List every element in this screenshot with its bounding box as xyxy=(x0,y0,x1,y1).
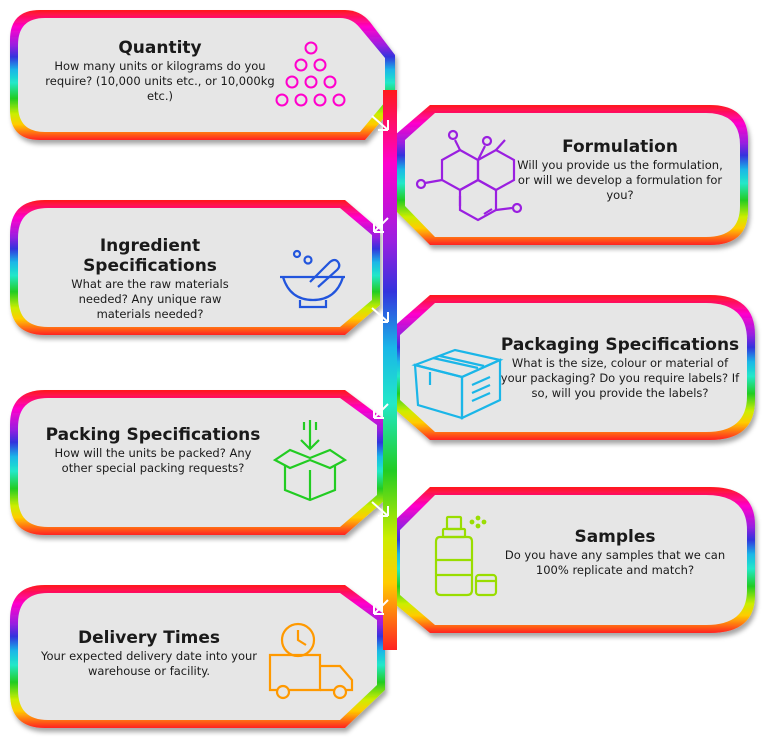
step-description: What are the raw materials needed? Any u… xyxy=(71,277,229,321)
mortar-pestle-icon xyxy=(280,249,345,309)
stacked-circles-icon xyxy=(275,41,346,107)
step-title: Packing Specifications xyxy=(45,425,261,445)
step-quantity: Quantity How many units or kilograms do … xyxy=(40,38,280,104)
molecule-icon xyxy=(415,129,523,222)
arrow-2 xyxy=(373,217,389,233)
arrow-1 xyxy=(371,115,389,131)
step-description: What is the size, colour or material of … xyxy=(500,356,740,400)
center-spine xyxy=(383,90,397,650)
step-packaging: Packaging Specifications What is the siz… xyxy=(500,335,740,401)
delivery-truck-clock-icon xyxy=(268,622,354,700)
step-packing: Packing Specifications How will the unit… xyxy=(38,425,268,476)
package-box-icon xyxy=(411,348,504,420)
open-box-arrow-icon xyxy=(272,420,348,502)
card-ingredient xyxy=(10,200,380,335)
arrow-3 xyxy=(371,307,389,323)
card-quantity xyxy=(10,10,395,140)
arrow-6 xyxy=(373,599,389,615)
card-packaging xyxy=(390,295,755,440)
card-samples xyxy=(390,487,755,633)
step-delivery: Delivery Times Your expected delivery da… xyxy=(34,628,264,679)
step-description: Do you have any samples that we can 100%… xyxy=(504,548,726,577)
step-formulation: Formulation Will you provide us the form… xyxy=(510,137,730,203)
step-title: Samples xyxy=(574,527,656,547)
connector-arrows xyxy=(371,115,389,615)
step-samples: Samples Do you have any samples that we … xyxy=(500,527,730,578)
spray-bottle-icon xyxy=(434,515,498,597)
step-description: Your expected delivery date into your wa… xyxy=(40,649,258,678)
cards-layer xyxy=(10,10,755,728)
step-title: Packaging Specifications xyxy=(500,335,740,355)
step-ingredient: Ingredient Specifications What are the r… xyxy=(30,236,270,322)
step-title: Ingredient Specifications xyxy=(83,236,217,276)
step-title: Formulation xyxy=(562,137,678,157)
step-title: Delivery Times xyxy=(77,628,221,648)
step-title: Quantity xyxy=(118,38,202,58)
step-description: Will you provide us the formulation, or … xyxy=(517,158,723,202)
arrow-4 xyxy=(373,403,389,419)
step-description: How many units or kilograms do you requi… xyxy=(45,59,275,103)
card-packing xyxy=(10,390,385,535)
step-description: How will the units be packed? Any other … xyxy=(54,446,252,475)
arrow-5 xyxy=(371,501,389,517)
